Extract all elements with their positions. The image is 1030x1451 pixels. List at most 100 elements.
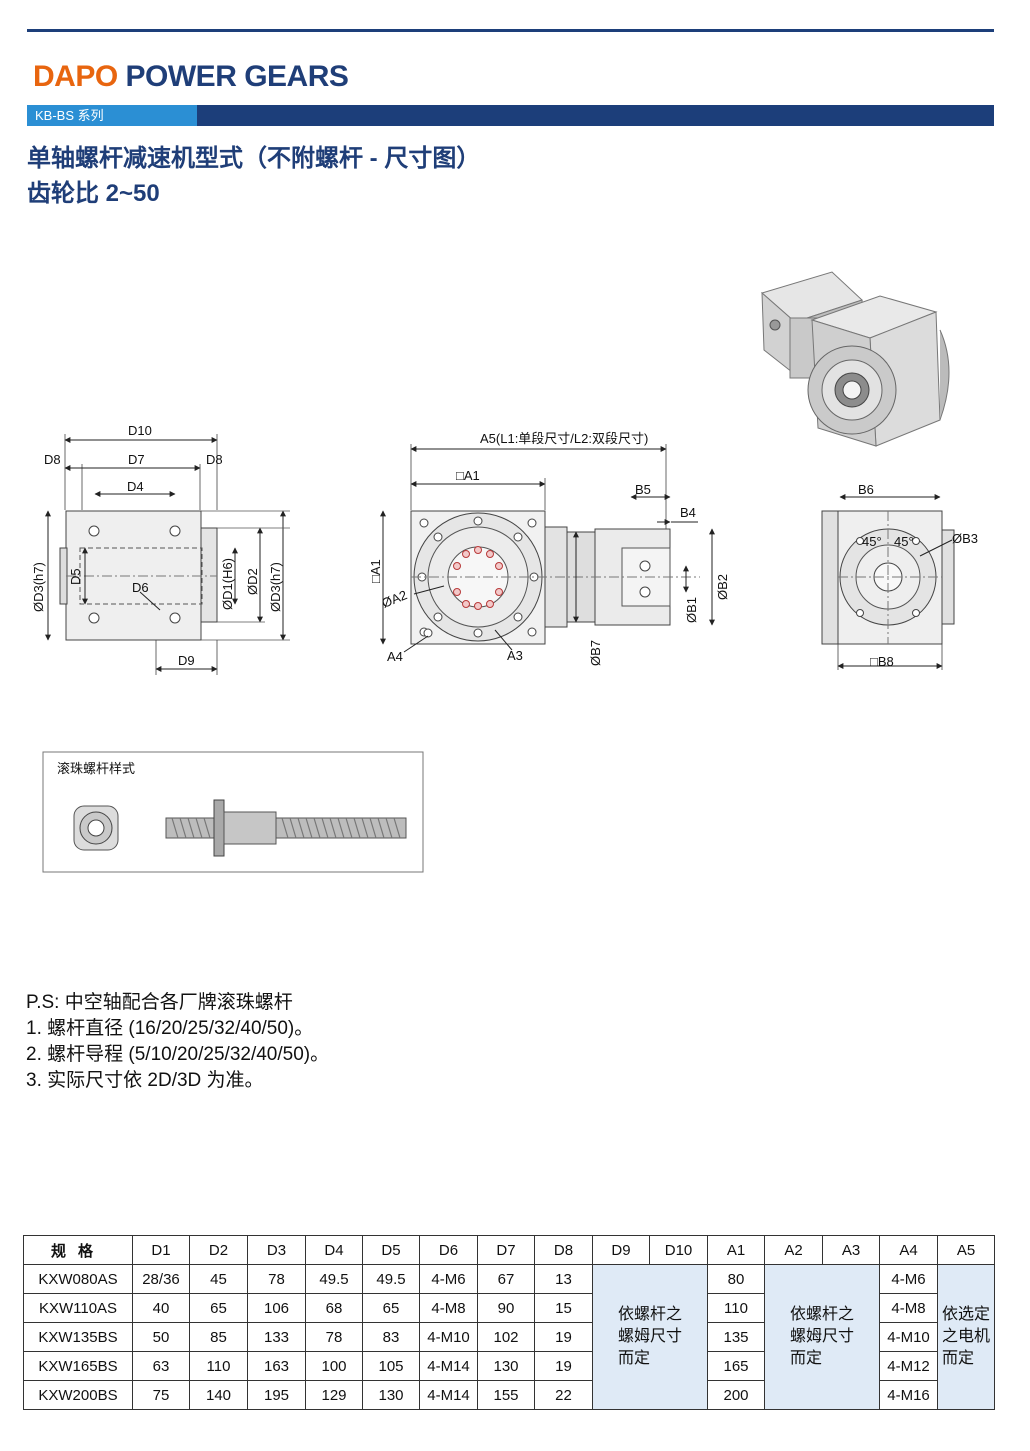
label-d3-left: ØD3(h7) — [31, 562, 46, 612]
cell-d7: 67 — [477, 1264, 535, 1294]
cell-d7: 90 — [477, 1293, 535, 1323]
cell-d8: 15 — [534, 1293, 593, 1323]
series-label: KB-BS 系列 — [27, 105, 197, 126]
spec-table: 规格 D1 D2 D3 D4 D5 D6 D7 D8 D9 D10 A1 A2 … — [23, 1235, 995, 1410]
label-a5: A5(L1:单段尺寸/L2:双段尺寸) — [480, 431, 648, 446]
cell-d6: 4-M14 — [419, 1380, 478, 1410]
label-a2: ØA2 — [380, 587, 410, 611]
cell-model: KXW135BS — [23, 1322, 133, 1352]
header-model: 规格 — [23, 1235, 133, 1265]
brand-logo: DAPO POWER GEARS — [33, 60, 349, 94]
label-d1: ØD1(H6) — [220, 558, 235, 610]
label-d3-right: ØD3(h7) — [268, 562, 283, 612]
cell-a2-a3-merged: 依螺杆之 螺姆尺寸 而定 — [764, 1264, 880, 1410]
table-header-row: 规格 D1 D2 D3 D4 D5 D6 D7 D8 D9 D10 A1 A2 … — [23, 1235, 995, 1265]
cell-d5: 105 — [362, 1351, 420, 1381]
cell-d5: 83 — [362, 1322, 420, 1352]
cell-d1: 28/36 — [132, 1264, 190, 1294]
label-b7: ØB7 — [588, 640, 603, 666]
cell-d4: 100 — [305, 1351, 363, 1381]
label-angle-1: 45° — [862, 534, 882, 549]
cell-d8: 22 — [534, 1380, 593, 1410]
cell-d6: 4-M10 — [419, 1322, 478, 1352]
header-d8: D8 — [534, 1235, 593, 1265]
cell-d6: 4-M14 — [419, 1351, 478, 1381]
label-d6: D6 — [132, 580, 149, 595]
cell-d6: 4-M8 — [419, 1293, 478, 1323]
cell-d3: 78 — [247, 1264, 306, 1294]
gear-ratio-title: 齿轮比 2~50 — [27, 180, 160, 207]
cell-d8: 13 — [534, 1264, 593, 1294]
cell-model: KXW200BS — [23, 1380, 133, 1410]
table-row: KXW080AS 28/36 45 78 49.5 49.5 4-M6 67 1… — [23, 1264, 995, 1410]
series-bar — [27, 105, 994, 126]
table-row: KXW200BS 75 140 195 129 130 4-M14 155 22… — [23, 1380, 995, 1410]
cell-d2: 140 — [189, 1380, 248, 1410]
label-b6: B6 — [858, 482, 874, 497]
header-d9: D9 — [592, 1235, 650, 1265]
header-d1: D1 — [132, 1235, 190, 1265]
cell-a4: 4-M16 — [879, 1380, 938, 1410]
cell-d1: 75 — [132, 1380, 190, 1410]
label-d9: D9 — [178, 653, 195, 668]
cell-a1: 135 — [707, 1322, 765, 1352]
cell-d4: 78 — [305, 1322, 363, 1352]
cell-d9-d10-merged: 依螺杆之 螺姆尺寸 而定 — [592, 1264, 708, 1410]
note-2: 2. 螺杆导程 (5/10/20/25/32/40/50)。 — [26, 1044, 330, 1065]
cell-d1: 40 — [132, 1293, 190, 1323]
note-3: 3. 实际尺寸依 2D/3D 为准。 — [26, 1070, 264, 1091]
cell-d2: 45 — [189, 1264, 248, 1294]
cell-a1: 80 — [707, 1264, 765, 1294]
notes-block: P.S: 中空轴配合各厂牌滚珠螺杆 1. 螺杆直径 (16/20/25/32/4… — [26, 990, 329, 1094]
header-a1: A1 — [707, 1235, 765, 1265]
cell-d1: 50 — [132, 1322, 190, 1352]
cell-d7: 102 — [477, 1322, 535, 1352]
note-1: 1. 螺杆直径 (16/20/25/32/40/50)。 — [26, 1018, 314, 1039]
label-b1: ØB1 — [684, 597, 699, 623]
cell-d8: 19 — [534, 1322, 593, 1352]
cell-d2: 110 — [189, 1351, 248, 1381]
header-a4: A4 — [879, 1235, 938, 1265]
brand-power-gears: POWER GEARS — [117, 60, 349, 93]
cell-d3: 163 — [247, 1351, 306, 1381]
header-d5: D5 — [362, 1235, 420, 1265]
merged-a2-a3-text: 依螺杆之 螺姆尺寸 而定 — [789, 1306, 854, 1367]
header-d4: D4 — [305, 1235, 363, 1265]
table-row: KXW165BS 63 110 163 100 105 4-M14 130 19… — [23, 1351, 995, 1381]
cell-d3: 195 — [247, 1380, 306, 1410]
cell-d7: 155 — [477, 1380, 535, 1410]
motor-side-view: B6 45° 45° ØB3 □B8 — [821, 482, 978, 670]
label-d10: D10 — [128, 423, 152, 438]
header-d10: D10 — [649, 1235, 708, 1265]
cell-model: KXW080AS — [23, 1264, 133, 1294]
label-d8-right: D8 — [206, 452, 223, 467]
cell-a4: 4-M12 — [879, 1351, 938, 1381]
cell-d2: 65 — [189, 1293, 248, 1323]
cell-d6: 4-M6 — [419, 1264, 478, 1294]
label-d5: D5 — [68, 568, 83, 585]
cell-d4: 68 — [305, 1293, 363, 1323]
header-a3: A3 — [822, 1235, 880, 1265]
page-title: 单轴螺杆减速机型式（不附螺杆 - 尺寸图） — [27, 145, 481, 172]
label-b4: B4 — [680, 505, 696, 520]
header-a2: A2 — [764, 1235, 823, 1265]
cell-a4: 4-M10 — [879, 1322, 938, 1352]
cell-model: KXW165BS — [23, 1351, 133, 1381]
label-b5: B5 — [635, 482, 651, 497]
cell-a5-merged: 依选定 之电机 而定 — [937, 1264, 995, 1410]
ballscrew-title: 滚珠螺杆样式 — [57, 761, 135, 776]
label-d8-left: D8 — [44, 452, 61, 467]
cell-d8: 19 — [534, 1351, 593, 1381]
label-a3: A3 — [507, 648, 523, 663]
cell-d5: 130 — [362, 1380, 420, 1410]
label-a1-side: □A1 — [368, 559, 383, 583]
label-d4: D4 — [127, 479, 144, 494]
cell-a4: 4-M6 — [879, 1264, 938, 1294]
label-a4: A4 — [387, 649, 403, 664]
cell-d7: 130 — [477, 1351, 535, 1381]
header-a5: A5 — [937, 1235, 995, 1265]
label-angle-2: 45° — [894, 534, 914, 549]
label-b8: □B8 — [870, 654, 894, 669]
hollow-shaft-view: D10 D8 D7 D8 D4 ØD3(h7) D5 D6 ØD1(H6) ØD… — [31, 423, 290, 675]
label-d7: D7 — [128, 452, 145, 467]
